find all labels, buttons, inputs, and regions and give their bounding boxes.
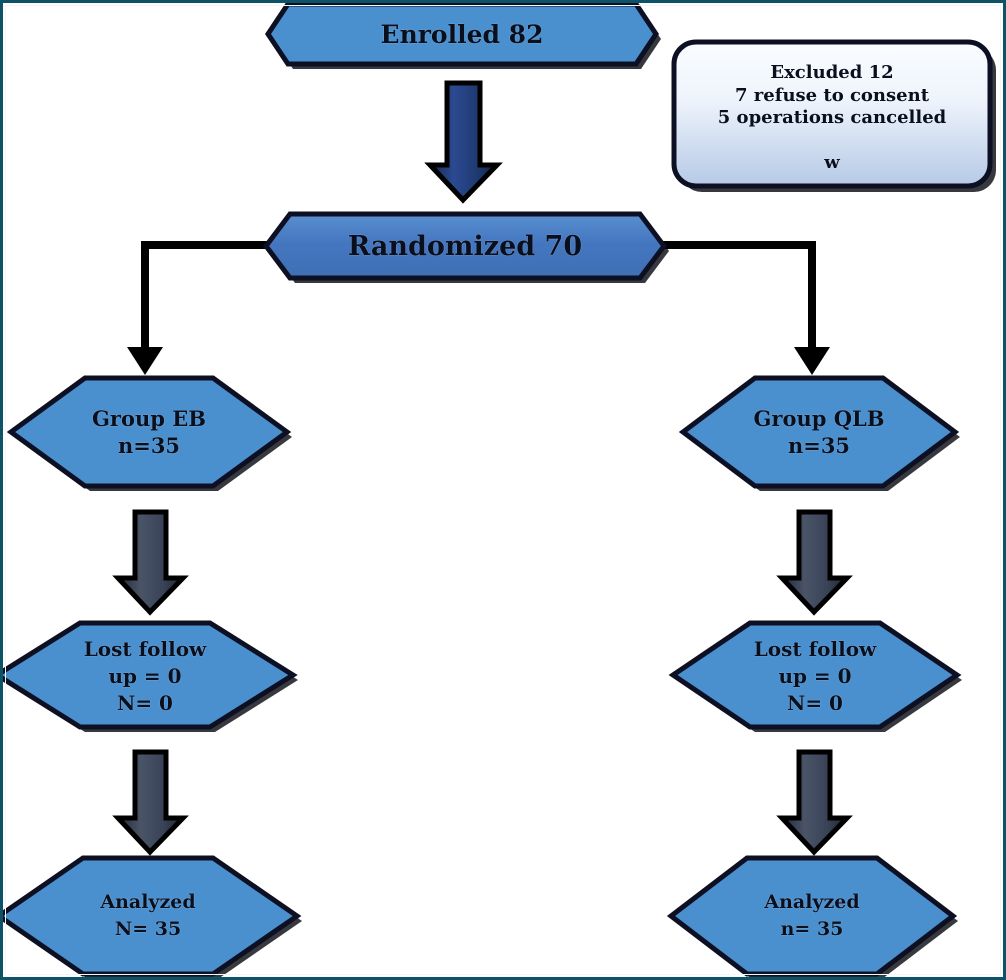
randomized-hexagon[interactable] [262, 211, 668, 281]
enrolled-hexagon[interactable] [264, 1, 660, 67]
lost-follow-up-eb-hexagon[interactable] [0, 620, 298, 730]
connector-randomized-to-group-eb [127, 241, 278, 375]
arrow-enrolled-to-randomized [424, 80, 503, 204]
arrow-lost-qlb-to-analyzed-qlb [776, 749, 853, 856]
connector-randomized-to-group-qlb [652, 241, 830, 375]
arrow-lost-eb-to-analyzed-eb [112, 749, 189, 856]
analyzed-eb-hexagon[interactable] [0, 855, 302, 977]
group-qlb-hexagon[interactable] [678, 375, 960, 489]
group-eb-hexagon[interactable] [6, 375, 292, 489]
arrow-group-qlb-to-lost-qlb [776, 509, 853, 616]
excluded-box[interactable] [671, 39, 993, 189]
lost-follow-up-qlb-hexagon[interactable] [668, 620, 962, 730]
arrow-group-eb-to-lost-eb [112, 509, 189, 616]
